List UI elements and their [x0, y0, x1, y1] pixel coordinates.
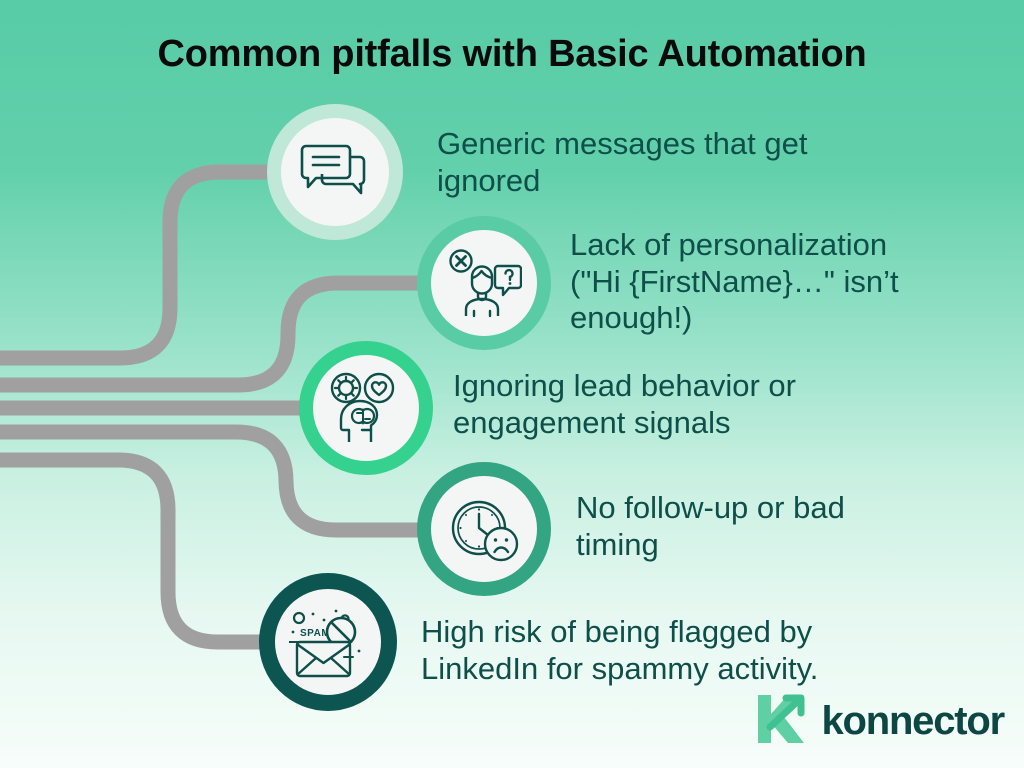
item-text-3: Ignoring lead behavior or engagement sig… [453, 368, 796, 440]
brand-logo[interactable]: konnector [756, 693, 1005, 750]
icon-circle-3[interactable] [299, 341, 433, 475]
item-text-4: No follow-up or bad timing [576, 490, 845, 562]
spam-envelope-icon: SPAM [289, 605, 367, 679]
chat-bubbles-icon [299, 140, 371, 204]
svg-text:SPAM: SPAM [300, 628, 330, 639]
page-title: Common pitfalls with Basic Automation [157, 33, 867, 75]
item-text-2: Lack of personalization ("Hi {FirstName}… [570, 227, 899, 336]
icon-circle-5[interactable]: SPAM [259, 573, 397, 711]
logo-wordmark: konnector [821, 699, 1005, 743]
item-text-1: Generic messages that get ignored [437, 126, 808, 198]
icon-circle-1[interactable] [267, 104, 403, 240]
k-arrow-icon [756, 693, 810, 750]
connector-line-4 [0, 424, 428, 538]
head-brain-signals-icon [329, 372, 403, 444]
item-text-5: High risk of being flagged by LinkedIn f… [421, 614, 819, 686]
icon-circle-4[interactable] [417, 462, 551, 596]
user-question-icon [446, 248, 522, 318]
connector-line-5 [0, 452, 280, 650]
icon-circle-2[interactable] [417, 216, 551, 350]
connector-line-1 [0, 164, 280, 366]
clock-sad-face-icon [447, 494, 521, 564]
connector-line-2 [0, 275, 430, 393]
